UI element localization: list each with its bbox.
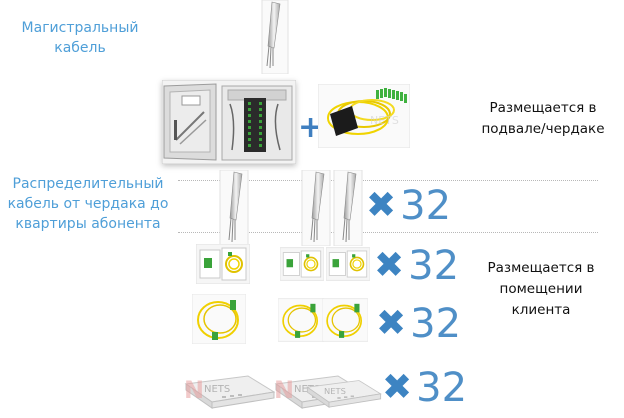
multiplier-row-patchcords: ✖ 32 — [376, 304, 461, 344]
multiply-icon: ✖ — [374, 245, 405, 286]
splitter-icon: NETS — [318, 84, 410, 148]
svg-text:NETS: NETS — [370, 114, 399, 127]
ont-device-icon-3: NETS — [306, 380, 382, 408]
multiply-icon: ✖ — [382, 367, 413, 408]
patch-cord-icon-3 — [322, 298, 368, 342]
divider-line-bottom — [178, 232, 598, 233]
patch-cord-icon-1 — [192, 294, 246, 344]
backbone-cable-icon — [261, 0, 289, 74]
multiplier-row-cables: ✖ 32 — [366, 186, 451, 226]
multiplier-row-sockets: ✖ 32 — [374, 246, 459, 286]
backbone-cable-label: Магистральный кабель — [21, 20, 139, 56]
distribution-cable-icon-1 — [219, 170, 249, 246]
multiply-icon: ✖ — [366, 185, 397, 226]
divider-line-top — [178, 180, 598, 181]
distribution-cable-icon-2 — [301, 170, 331, 246]
distribution-cable-label: Распределительный кабель от чердака до к… — [7, 176, 169, 232]
multiply-icon: ✖ — [376, 303, 407, 344]
svg-text:N: N — [274, 376, 294, 404]
svg-text:NETS: NETS — [204, 384, 230, 395]
distribution-cable-icon-3 — [333, 170, 363, 246]
svg-text:NETS: NETS — [324, 386, 346, 396]
wall-socket-icon-2 — [280, 247, 324, 281]
distribution-cabinet-icon — [162, 80, 296, 164]
wall-socket-icon-3 — [326, 247, 370, 281]
placed-client-label: Размещается в помещении клиента — [487, 260, 595, 318]
multiplier-value: 32 — [400, 183, 452, 229]
svg-text:N: N — [184, 376, 204, 404]
multiplier-value: 32 — [408, 243, 460, 289]
patch-cord-icon-2 — [278, 298, 324, 342]
multiplier-value: 32 — [410, 301, 462, 347]
wall-socket-icon-1 — [196, 244, 250, 284]
placed-basement-label: Размещается в подвале/чердаке — [481, 100, 605, 137]
multiplier-value: 32 — [416, 365, 468, 411]
ont-device-icon-1: N NETS — [184, 375, 276, 409]
multiplier-row-ont: ✖ 32 — [382, 368, 467, 408]
